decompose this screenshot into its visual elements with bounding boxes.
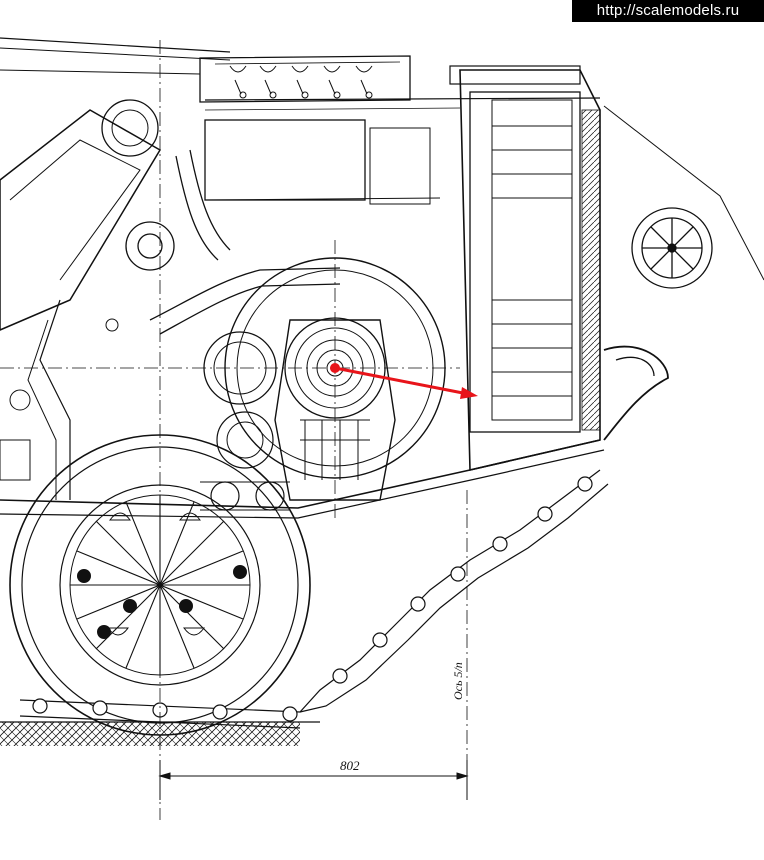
axis-label: Ось 5/п xyxy=(451,662,465,700)
engine-deck xyxy=(0,37,601,111)
radiator-box xyxy=(449,65,601,471)
intake-duct xyxy=(125,149,341,335)
exhaust-outlet xyxy=(603,207,713,441)
hull-bottom xyxy=(0,105,764,519)
dimension-label: 802 xyxy=(340,758,360,773)
deck-grille xyxy=(229,65,373,99)
track-links xyxy=(19,469,609,729)
center-lines xyxy=(0,40,468,820)
fuel-tank xyxy=(204,119,441,205)
dimension-802 xyxy=(158,760,469,800)
engine-block xyxy=(0,99,162,500)
red-arrow xyxy=(330,363,478,399)
watermark-banner[interactable]: http://scalemodels.ru xyxy=(572,0,764,22)
final-drive xyxy=(200,257,446,511)
